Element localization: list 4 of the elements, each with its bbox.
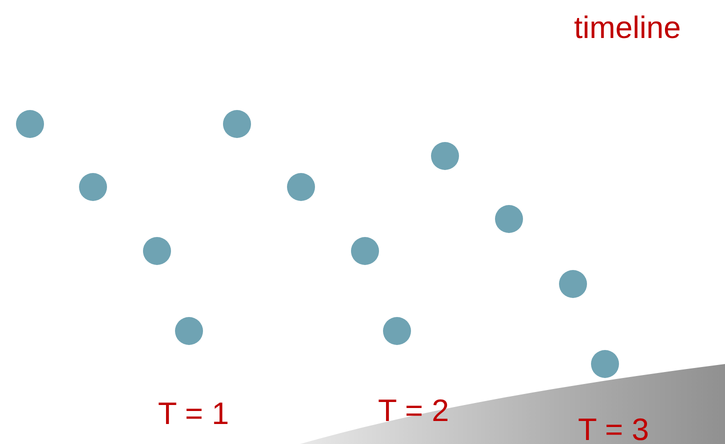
timeline-title: timeline xyxy=(574,12,681,43)
time-label: T = 1 xyxy=(158,398,229,429)
time-label: T = 3 xyxy=(578,414,649,444)
time-label: T = 2 xyxy=(378,395,449,426)
